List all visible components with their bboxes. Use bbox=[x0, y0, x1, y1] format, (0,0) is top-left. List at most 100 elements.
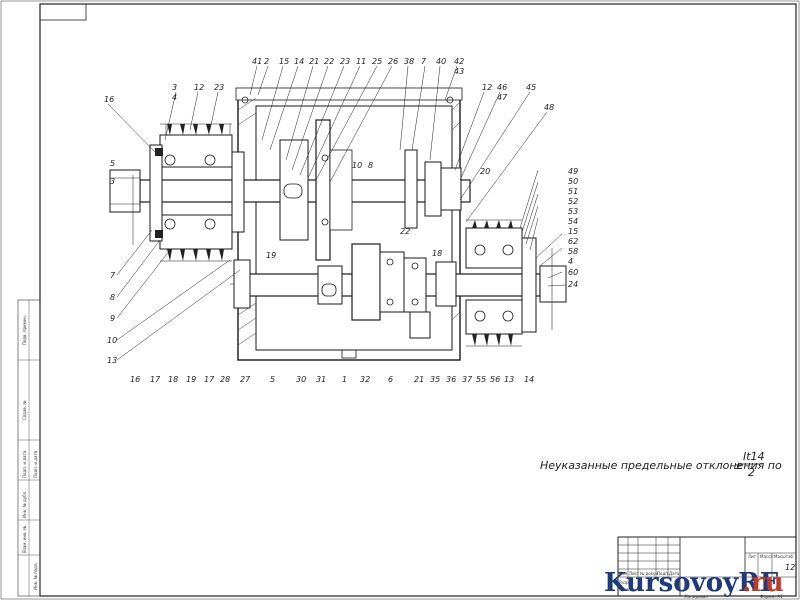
callout-label: 3 bbox=[110, 177, 115, 186]
callout-label: 7 bbox=[421, 57, 427, 66]
callout-label: 25 bbox=[372, 57, 382, 66]
margin-label: Подп. и дата bbox=[33, 450, 38, 478]
callout-label: 17 bbox=[204, 375, 215, 384]
margin-label: Взам. инв. № bbox=[22, 526, 27, 553]
note-pm: ± bbox=[734, 459, 743, 472]
callout-label: 4 bbox=[568, 257, 573, 266]
callout-label: 22 bbox=[400, 227, 410, 236]
callout-label: 8 bbox=[368, 161, 373, 170]
margin-label: Перв. примен. bbox=[22, 315, 27, 345]
callout-label: 22 bbox=[324, 57, 334, 66]
gearbox-assembly bbox=[109, 87, 567, 361]
title-block-cell: Лист bbox=[629, 571, 640, 576]
lower-right-pulley bbox=[465, 219, 537, 347]
callout-label: 3 bbox=[172, 83, 177, 92]
callout-label: 42 bbox=[454, 57, 464, 66]
callout-label: 19 bbox=[186, 375, 196, 384]
callout-label: 30 bbox=[296, 375, 306, 384]
callout-label: 38 bbox=[404, 57, 414, 66]
callout-label: 12 bbox=[194, 83, 204, 92]
note-text: Неуказанные предельные отклонения по bbox=[540, 459, 782, 472]
watermark-text-b: .ru bbox=[742, 568, 784, 598]
callout-label: 17 bbox=[150, 375, 161, 384]
upper-gear-block bbox=[279, 119, 462, 261]
callout-label: 5 bbox=[110, 159, 115, 168]
title-block-cell: Дата bbox=[669, 571, 680, 576]
callout-label: 27 bbox=[240, 375, 251, 384]
callout-label: 8 bbox=[110, 293, 115, 302]
margin-label: Подп. и дата bbox=[22, 450, 27, 478]
sheet-number: 12 bbox=[785, 563, 795, 572]
callout-label: 28 bbox=[220, 375, 230, 384]
callout-label: 14 bbox=[524, 375, 534, 384]
callout-label: 62 bbox=[568, 237, 578, 246]
callout-label: 12 bbox=[482, 83, 492, 92]
callouts-bottom: 16 17 18 19 17 28 27 5 30 31 1 32 6 21 3… bbox=[130, 375, 534, 384]
callout-label: 16 bbox=[104, 95, 114, 104]
callout-label: 55 bbox=[476, 375, 486, 384]
callout-label: 51 bbox=[568, 187, 578, 196]
callout-label: 23 bbox=[214, 83, 224, 92]
format-label: Формат А1 bbox=[760, 594, 783, 599]
callout-label: 23 bbox=[340, 57, 350, 66]
callout-label: 13 bbox=[504, 375, 514, 384]
callouts-left: 3 4 12 23 16 5 3 7 8 9 10 13 bbox=[104, 83, 224, 365]
callout-label: 35 bbox=[430, 375, 440, 384]
lower-gear-block bbox=[317, 243, 457, 339]
title-block-cell: № докум. bbox=[640, 571, 660, 576]
note-tol-den: 2 bbox=[748, 466, 755, 479]
callouts-top: 41 2 15 14 21 22 23 11 25 26 38 7 40 42 … bbox=[252, 57, 554, 112]
callout-label: 56 bbox=[490, 375, 500, 384]
callout-label: 21 bbox=[309, 57, 319, 66]
callout-label: 26 bbox=[388, 57, 398, 66]
callout-label: 53 bbox=[568, 207, 578, 216]
leader-lines bbox=[107, 65, 566, 361]
callout-label: 52 bbox=[568, 197, 578, 206]
callout-label: 7 bbox=[110, 271, 116, 280]
title-block-cell: Подп. bbox=[657, 571, 669, 576]
callout-label: 37 bbox=[462, 375, 473, 384]
callout-label: 13 bbox=[107, 356, 117, 365]
callout-label: 9 bbox=[110, 314, 115, 323]
title-block-cell: Разраб. bbox=[619, 580, 635, 585]
title-block-cell: Пров. bbox=[619, 587, 631, 592]
margin-label: Инв. № подл. bbox=[33, 562, 38, 590]
title-block-cell: Лит bbox=[748, 554, 757, 559]
callout-label: 45 bbox=[526, 83, 536, 92]
copied-label: Копировал bbox=[685, 594, 708, 599]
callout-label: 40 bbox=[436, 57, 446, 66]
callout-label: 18 bbox=[432, 249, 442, 258]
margin-label: Инв. № дубл. bbox=[22, 491, 27, 518]
callout-label: 60 bbox=[568, 268, 578, 277]
callout-label: 31 bbox=[316, 375, 326, 384]
callout-label: 18 bbox=[168, 375, 178, 384]
callouts-inner: 10 8 20 22 19 18 bbox=[266, 161, 490, 260]
callout-label: 48 bbox=[544, 103, 554, 112]
callout-label: 47 bbox=[497, 93, 508, 102]
callout-label: 24 bbox=[568, 280, 578, 289]
callout-label: 16 bbox=[130, 375, 140, 384]
callout-label: 21 bbox=[414, 375, 424, 384]
title-block-cell: Масштаб bbox=[774, 554, 794, 559]
callout-label: 50 bbox=[568, 177, 578, 186]
callout-label: 2 bbox=[264, 57, 269, 66]
callout-label: 49 bbox=[568, 167, 578, 176]
callout-label: 32 bbox=[360, 375, 370, 384]
callout-label: 6 bbox=[388, 375, 393, 384]
watermark-text-a: KursovoyRF bbox=[604, 568, 779, 598]
note-tol-num: It14 bbox=[743, 450, 765, 463]
callout-label: 10 bbox=[107, 336, 117, 345]
callout-label: 43 bbox=[454, 67, 464, 76]
callout-label: 41 bbox=[252, 57, 262, 66]
tolerance-note: Неуказанные предельные отклонения по ± I… bbox=[540, 450, 782, 479]
title-block: Лит Масса Масштаб Изм Лист № докум. Подп… bbox=[617, 536, 797, 597]
callout-label: 20 bbox=[480, 167, 490, 176]
upper-left-pulley bbox=[149, 123, 245, 262]
callout-label: 5 bbox=[270, 375, 275, 384]
callout-label: 15 bbox=[568, 227, 578, 236]
corner-box bbox=[39, 3, 87, 21]
callout-label: 36 bbox=[446, 375, 456, 384]
